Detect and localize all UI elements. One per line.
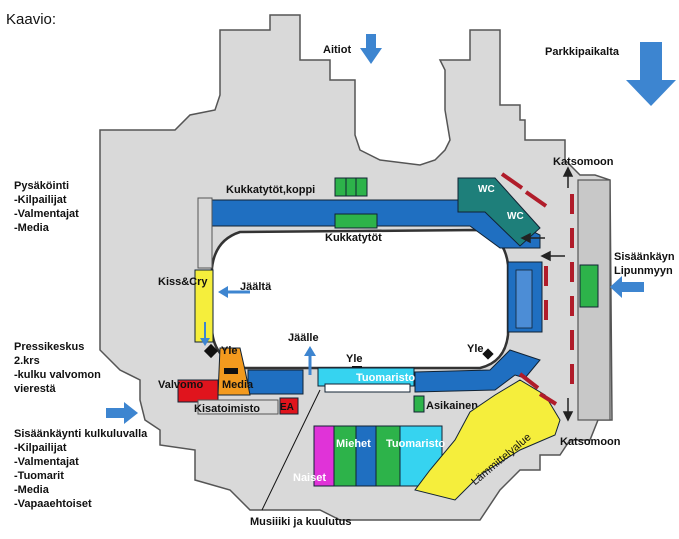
svg-text:Sisäänkäynti kulkuluvalla: Sisäänkäynti kulkuluvalla bbox=[14, 428, 148, 440]
lammittelyalue-area bbox=[414, 379, 561, 501]
svg-text:-Valmentajat: -Valmentajat bbox=[14, 208, 79, 220]
kukkatytot-box bbox=[334, 213, 378, 229]
jaalle-arrow-icon bbox=[304, 346, 316, 375]
tuomaristo-bar-label: Tuomaristo bbox=[356, 372, 415, 384]
kukkatytot-label: Kukkatytöt bbox=[325, 232, 382, 244]
right-entrance bbox=[579, 264, 599, 308]
yle-right-label: Yle bbox=[467, 343, 484, 355]
ice-rink bbox=[210, 228, 510, 370]
black-arrows bbox=[520, 166, 574, 422]
ea-room bbox=[279, 397, 299, 415]
ea-label: EA bbox=[280, 402, 294, 413]
asikainen-box bbox=[413, 395, 425, 413]
jaalta-label: Jäältä bbox=[240, 281, 272, 293]
sisaankaynti-right-text: Sisäänkäyn Lipunmyyn bbox=[614, 251, 675, 277]
musiikki-pointer bbox=[261, 389, 321, 511]
parkki-arrow-icon bbox=[626, 42, 676, 106]
parkki-label: Parkkipaikalta bbox=[545, 46, 620, 58]
jaalle-label: Jäälle bbox=[288, 332, 319, 344]
svg-text:vierestä: vierestä bbox=[14, 383, 56, 395]
aitiot-arrow-icon bbox=[360, 34, 382, 64]
kiss-cry-label: Kiss&Cry bbox=[158, 276, 208, 288]
yle-right-marker bbox=[482, 348, 494, 360]
svg-text:-Vapaaehtoiset: -Vapaaehtoiset bbox=[14, 498, 92, 510]
left-entrance-arrow-icon bbox=[106, 402, 138, 424]
naiset-label: Naiset bbox=[293, 472, 326, 484]
aitiot-label: Aitiot bbox=[323, 44, 351, 56]
svg-text:-Tuomarit: -Tuomarit bbox=[14, 470, 64, 482]
yle-mid-label: Yle bbox=[346, 353, 363, 365]
wc-label-1: WC bbox=[478, 184, 495, 195]
kukkatytot-koppi-box bbox=[334, 177, 368, 197]
page-title: Kaavio: bbox=[6, 11, 56, 28]
kisatoimisto-room bbox=[197, 399, 279, 415]
katsomoon-top-label: Katsomoon bbox=[553, 156, 614, 168]
svg-text:-kulku valvomon: -kulku valvomon bbox=[14, 369, 101, 381]
svg-text:Lipunmyyn: Lipunmyyn bbox=[614, 265, 673, 277]
svg-text:-Kilpailijat: -Kilpailijat bbox=[14, 194, 67, 206]
svg-text:-Media: -Media bbox=[14, 484, 50, 496]
kisatoimisto-label: Kisatoimisto bbox=[194, 403, 260, 415]
locker-rooms bbox=[313, 425, 443, 487]
red-dash-marks bbox=[500, 172, 574, 406]
pressikeskus-text: Pressikeskus 2.krs -kulku valvomon viere… bbox=[14, 341, 101, 395]
valvomo-label: Valvomo bbox=[158, 379, 204, 391]
svg-text:Pressikeskus: Pressikeskus bbox=[14, 341, 84, 353]
tuomaristo-room-label: Tuomaristo bbox=[386, 438, 445, 450]
svg-text:-Kilpailijat: -Kilpailijat bbox=[14, 442, 67, 454]
right-entrance-arrow-icon bbox=[610, 276, 644, 298]
yle-left-label: Yle bbox=[221, 345, 238, 357]
miehet-label: Miehet bbox=[336, 438, 371, 450]
svg-text:2.krs: 2.krs bbox=[14, 355, 40, 367]
asikainen-label: Asikainen bbox=[426, 400, 478, 412]
svg-text:-Media: -Media bbox=[14, 222, 50, 234]
wc-block bbox=[457, 177, 541, 247]
pysakointi-text: Pysäköinti -Kilpailijat -Valmentajat -Me… bbox=[14, 180, 79, 234]
kukkatytot-koppi-label: Kukkatytöt,koppi bbox=[226, 184, 315, 196]
media-label: Media bbox=[222, 379, 254, 391]
yle-left-marker bbox=[203, 343, 219, 359]
katsomoon-bottom-label: Katsomoon bbox=[560, 436, 621, 448]
down-arrow-icon bbox=[200, 322, 210, 346]
sisaankaynti-left-text: Sisäänkäynti kulkuluvalla -Kilpailijat -… bbox=[14, 428, 148, 510]
musiikki-label: Musiiiki ja kuulutus bbox=[250, 516, 351, 528]
jaalta-arrow-icon bbox=[218, 286, 250, 298]
svg-text:Pysäköinti: Pysäköinti bbox=[14, 180, 69, 192]
svg-text:-Valmentajat: -Valmentajat bbox=[14, 456, 79, 468]
wc-label-2: WC bbox=[507, 211, 524, 222]
svg-text:Sisäänkäyn: Sisäänkäyn bbox=[614, 251, 675, 263]
